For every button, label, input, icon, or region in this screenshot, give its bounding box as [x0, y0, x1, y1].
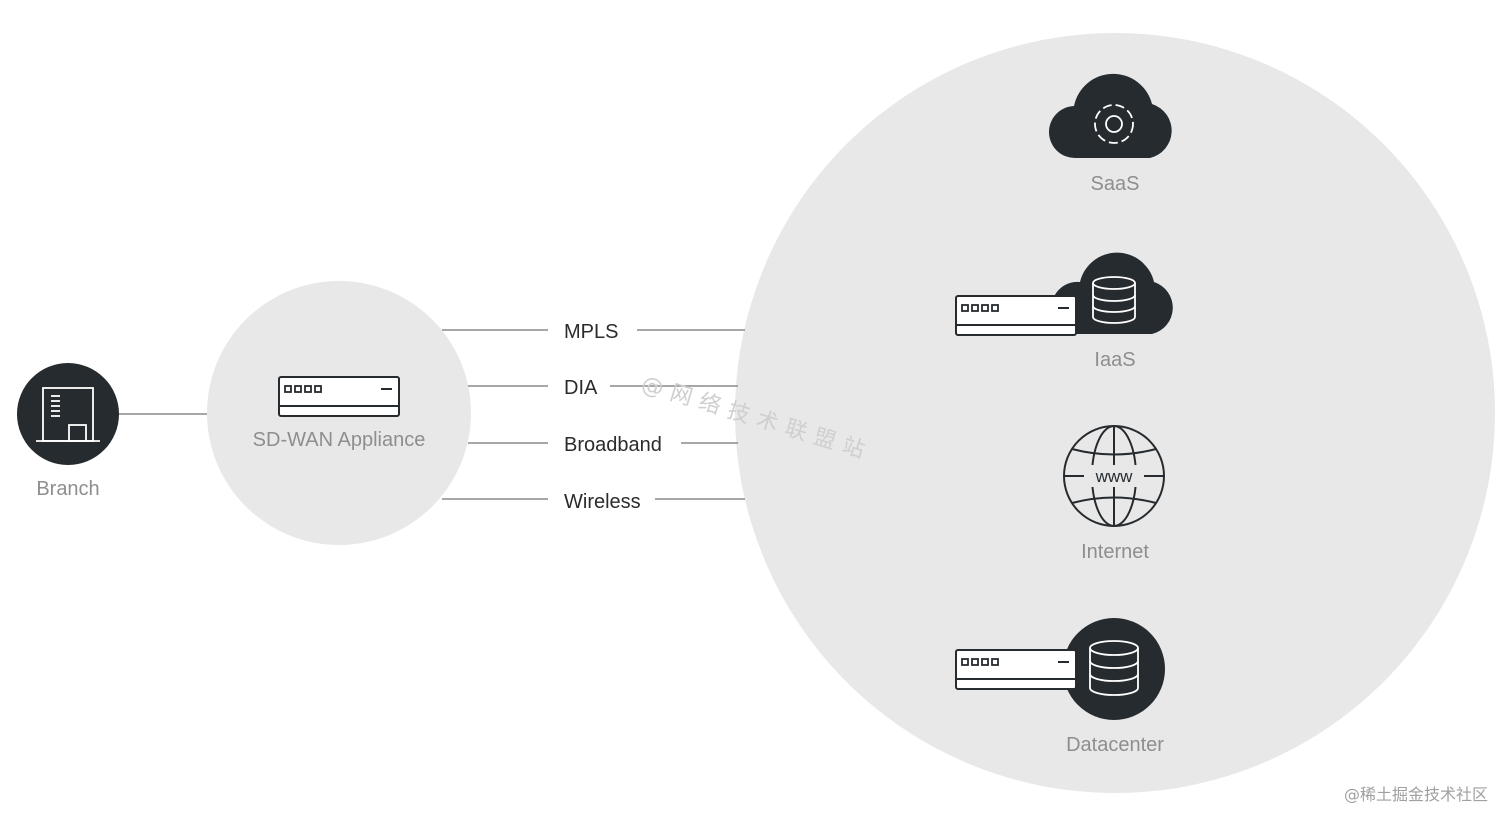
iaas-cloud-icon [1051, 252, 1173, 334]
iaas-database-icon [1092, 276, 1136, 324]
connector-lines [118, 329, 745, 500]
link-label-broadband: Broadband [564, 434, 662, 456]
datacenter-label: Datacenter [1066, 734, 1164, 756]
saas-label: SaaS [1091, 173, 1140, 195]
destinations-circle [735, 33, 1495, 793]
branch-label: Branch [36, 478, 99, 500]
credit-text: @稀土掘金技术社区 [1344, 785, 1488, 804]
saas-cloud-icon [1048, 73, 1172, 159]
datacenter-appliance-icon [955, 649, 1077, 690]
link-label-wireless: Wireless [564, 491, 641, 513]
internet-www-text: www [1095, 467, 1134, 486]
internet-globe-icon [1063, 425, 1165, 527]
datacenter-database-icon [1089, 640, 1139, 696]
link-label-mpls: MPLS [564, 321, 618, 343]
iaas-label: IaaS [1094, 349, 1135, 371]
sdwan-appliance-icon [278, 376, 400, 417]
datacenter-icon [1063, 618, 1165, 720]
iaas-appliance-icon [955, 295, 1077, 336]
internet-label: Internet [1081, 541, 1149, 563]
link-label-dia: DIA [564, 377, 598, 399]
branch-building-icon [17, 363, 119, 465]
appliance-label: SD-WAN Appliance [253, 429, 426, 451]
